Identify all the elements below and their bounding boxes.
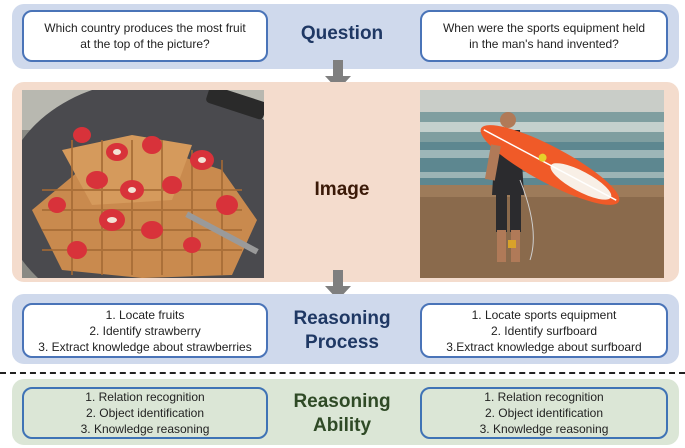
question-right-line-2: in the man's hand invented?	[469, 37, 619, 51]
question-label: Question	[300, 23, 384, 44]
process-left-line-3: 3. Extract knowledge about strawberries	[38, 339, 252, 354]
ability-box-right: 1. Relation recognition 2. Object identi…	[420, 387, 668, 439]
question-left-line-2: at the top of the picture?	[80, 37, 210, 51]
question-right-line-1: When were the sports equipment held	[442, 21, 646, 35]
process-right-line-2: 2. Identify surfboard	[490, 323, 598, 338]
ability-box-left: 1. Relation recognition 2. Object identi…	[22, 387, 268, 439]
process-right-line-3: 3.Extract knowledge about surfboard	[446, 339, 642, 354]
process-box-left: 1. Locate fruits 2. Identify strawberry …	[22, 303, 268, 358]
ability-left-line-1: 1. Relation recognition	[85, 390, 205, 404]
ability-label-line-2: Ability	[312, 415, 372, 436]
image-label: Image	[314, 179, 370, 200]
ability-right-line-1: 1. Relation recognition	[484, 390, 604, 404]
process-left-line-1: 1. Locate fruits	[105, 307, 185, 322]
process-label-line-2: Process	[305, 332, 379, 353]
surfer-photo	[420, 90, 664, 278]
question-left-line-1: Which country produces the most fruit	[44, 21, 246, 35]
ability-label-line-1: Reasoning	[293, 391, 391, 412]
process-label: Reasoning Process	[272, 307, 412, 355]
waffles-photo	[22, 90, 264, 278]
ability-right-line-2: 2. Object identification	[484, 406, 604, 420]
process-right-line-1: 1. Locate sports equipment	[471, 307, 617, 322]
ability-left-line-3: 3. Knowledge reasoning	[80, 422, 210, 436]
process-left-line-2: 2. Identify strawberry	[89, 323, 201, 338]
surfer-illustration	[420, 90, 664, 278]
process-label-line-1: Reasoning	[293, 308, 391, 329]
ability-right-line-3: 3. Knowledge reasoning	[479, 422, 609, 436]
down-arrow-icon	[325, 270, 351, 300]
question-box-right: When were the sports equipment held in t…	[420, 10, 668, 62]
ability-label: Reasoning Ability	[272, 390, 412, 438]
waffles-illustration	[22, 90, 264, 278]
section-divider	[0, 372, 685, 374]
question-box-left: Which country produces the most fruit at…	[22, 10, 268, 62]
ability-left-line-2: 2. Object identification	[85, 406, 205, 420]
process-box-right: 1. Locate sports equipment 2. Identify s…	[420, 303, 668, 358]
